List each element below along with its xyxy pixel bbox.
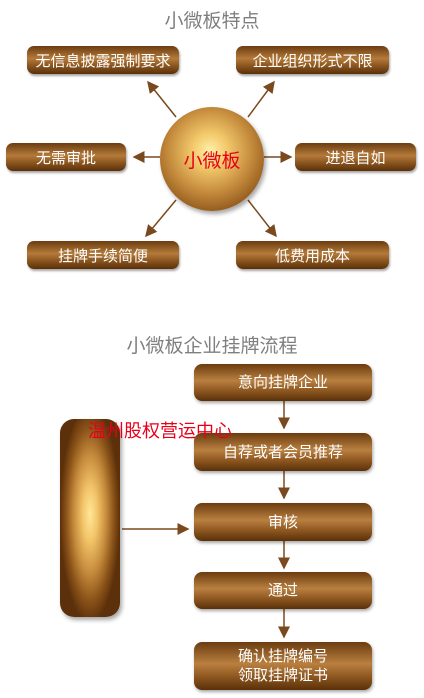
feature-simple-listing: 挂牌手续简便: [27, 241, 179, 269]
step5-line2: 领取挂牌证书: [237, 666, 328, 684]
process-title: 小微板企业挂牌流程: [126, 335, 298, 357]
feature-free-entry-exit: 进退自如: [295, 143, 416, 171]
step-self-or-member-recommend: 自荐或者会员推荐: [194, 433, 372, 471]
side-bar: [60, 419, 120, 617]
overlay-organization-text: 温州股权营运中心: [88, 421, 232, 442]
step-intent-enterprise: 意向挂牌企业: [194, 364, 372, 401]
center-circle: 小微板: [160, 107, 264, 211]
step-approved: 通过: [194, 572, 372, 609]
arrow-to-top-right: [247, 80, 275, 118]
feature-no-approval: 无需审批: [6, 143, 126, 171]
arrow-to-bottom-left: [145, 199, 177, 238]
feature-no-disclosure: 无信息披露强制要求: [27, 46, 179, 74]
step-review: 审核: [194, 503, 372, 541]
step5-line1: 确认挂牌编号: [237, 647, 328, 665]
features-title: 小微板特点: [164, 10, 260, 32]
feature-low-cost: 低费用成本: [236, 241, 389, 269]
feature-any-org-form: 企业组织形式不限: [236, 46, 389, 74]
arrow-to-bottom-right: [247, 199, 277, 238]
step-confirm-and-certificate: 确认挂牌编号 领取挂牌证书: [194, 642, 372, 690]
center-label: 小微板: [183, 149, 241, 172]
arrow-to-top-left: [147, 80, 177, 118]
